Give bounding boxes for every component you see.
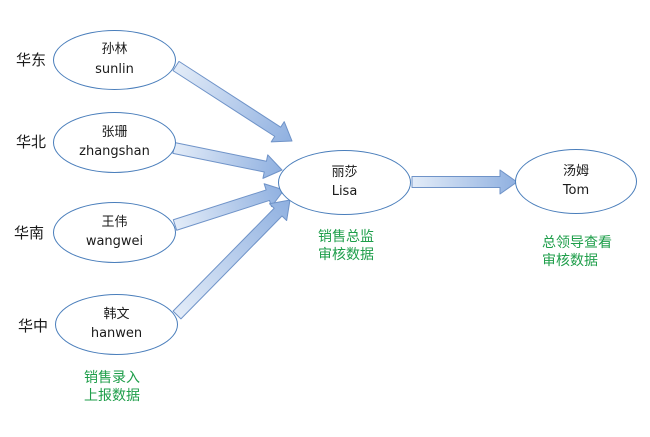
sales-node-name-en: sunlin bbox=[95, 61, 134, 77]
manager-note-line-1: 总领导查看 bbox=[542, 235, 612, 251]
manager-note-line-2: 审核数据 bbox=[542, 253, 598, 270]
sales-note-line-1: 销售录入 bbox=[84, 370, 140, 386]
director-node-lisa[interactable]: 丽莎 Lisa bbox=[278, 150, 411, 215]
arrow-sunlin-to-lisa bbox=[172, 60, 293, 143]
director-node-name-en: Lisa bbox=[331, 184, 358, 199]
director-note-line-1: 销售总监 bbox=[318, 229, 374, 245]
arrow-wangwei-to-lisa bbox=[172, 183, 285, 231]
director-note: 销售总监 审核数据 bbox=[318, 228, 374, 264]
sales-note-line-2: 上报数据 bbox=[84, 388, 140, 405]
sales-node-name-cn: 王伟 bbox=[101, 214, 128, 230]
sales-node-name-cn: 韩文 bbox=[103, 306, 130, 322]
sales-node-zhangshan[interactable]: 张珊 zhangshan bbox=[53, 112, 176, 173]
manager-node-name-en: Tom bbox=[562, 183, 590, 198]
sales-node-sunlin[interactable]: 孙林 sunlin bbox=[53, 30, 176, 90]
manager-node-tom[interactable]: 汤姆 Tom bbox=[515, 149, 637, 214]
sales-node-name-en: wangwei bbox=[85, 234, 144, 249]
sales-node-hanwen[interactable]: 韩文 hanwen bbox=[55, 294, 178, 355]
sales-node-name-en: hanwen bbox=[90, 326, 143, 341]
region-label-south: 华南 bbox=[14, 224, 45, 242]
director-note-line-2: 审核数据 bbox=[318, 247, 374, 264]
region-label-central: 华中 bbox=[18, 317, 49, 335]
region-label-north: 华北 bbox=[16, 133, 47, 151]
arrow-lisa-to-tom bbox=[411, 169, 518, 195]
sales-node-name-en: zhangshan bbox=[79, 144, 150, 159]
region-label-east: 华东 bbox=[16, 51, 47, 69]
sales-node-wangwei[interactable]: 王伟 wangwei bbox=[53, 202, 176, 263]
arrow-hanwen-to-lisa bbox=[172, 199, 291, 320]
sales-node-name-cn: 张珊 bbox=[101, 124, 128, 140]
arrow-zhangshan-to-lisa bbox=[172, 142, 283, 179]
manager-node-name-cn: 汤姆 bbox=[562, 163, 589, 179]
sales-node-name-cn: 孙林 bbox=[101, 42, 128, 58]
director-node-name-cn: 丽莎 bbox=[331, 164, 358, 180]
manager-note: 总领导查看 审核数据 bbox=[542, 234, 612, 270]
sales-note: 销售录入 上报数据 bbox=[84, 369, 140, 405]
